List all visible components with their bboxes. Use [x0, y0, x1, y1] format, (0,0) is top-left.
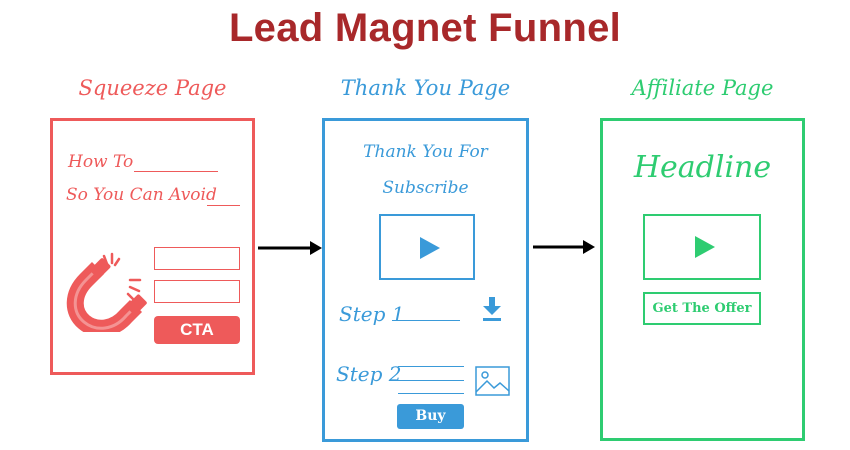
magnet-icon	[58, 250, 153, 337]
cta-button[interactable]: CTA	[154, 316, 240, 344]
play-icon[interactable]	[419, 236, 441, 260]
arrow-right-icon	[258, 239, 324, 257]
image-icon	[475, 366, 510, 400]
step2-label: Step 2	[336, 362, 402, 386]
video-player[interactable]	[379, 214, 475, 280]
step1-blank	[392, 320, 460, 321]
email-input[interactable]	[154, 280, 240, 303]
squeeze-line1-text: How To	[68, 152, 134, 172]
squeeze-line2-text: So You Can Avoid	[66, 185, 217, 205]
thank-you-page-label: Thank You Page	[340, 76, 511, 100]
squeeze-page-label: Squeeze Page	[78, 76, 227, 100]
thank-you-heading-line2: Subscribe	[382, 178, 469, 198]
step2-line-1	[398, 366, 464, 367]
squeeze-page-panel	[50, 118, 255, 375]
play-icon[interactable]	[694, 235, 716, 259]
name-input[interactable]	[154, 247, 240, 270]
step2-line-2	[398, 380, 464, 381]
thank-you-heading-line1: Thank You For	[363, 142, 488, 162]
buy-button[interactable]: Buy	[397, 404, 464, 429]
video-player[interactable]	[643, 214, 761, 280]
page-title: Lead Magnet Funnel	[228, 6, 622, 50]
step1-label: Step 1	[339, 302, 405, 326]
squeeze-line1-blank	[134, 171, 218, 172]
step2-line-3	[398, 393, 464, 394]
thank-you-page-panel	[322, 118, 529, 442]
affiliate-headline: Headline	[633, 150, 772, 185]
affiliate-page-panel	[600, 118, 805, 441]
get-offer-button[interactable]: Get The Offer	[643, 292, 761, 325]
squeeze-line2-blank	[207, 205, 240, 206]
arrow-right-icon	[533, 238, 597, 256]
download-icon[interactable]	[482, 296, 502, 326]
affiliate-page-label: Affiliate Page	[631, 76, 774, 100]
